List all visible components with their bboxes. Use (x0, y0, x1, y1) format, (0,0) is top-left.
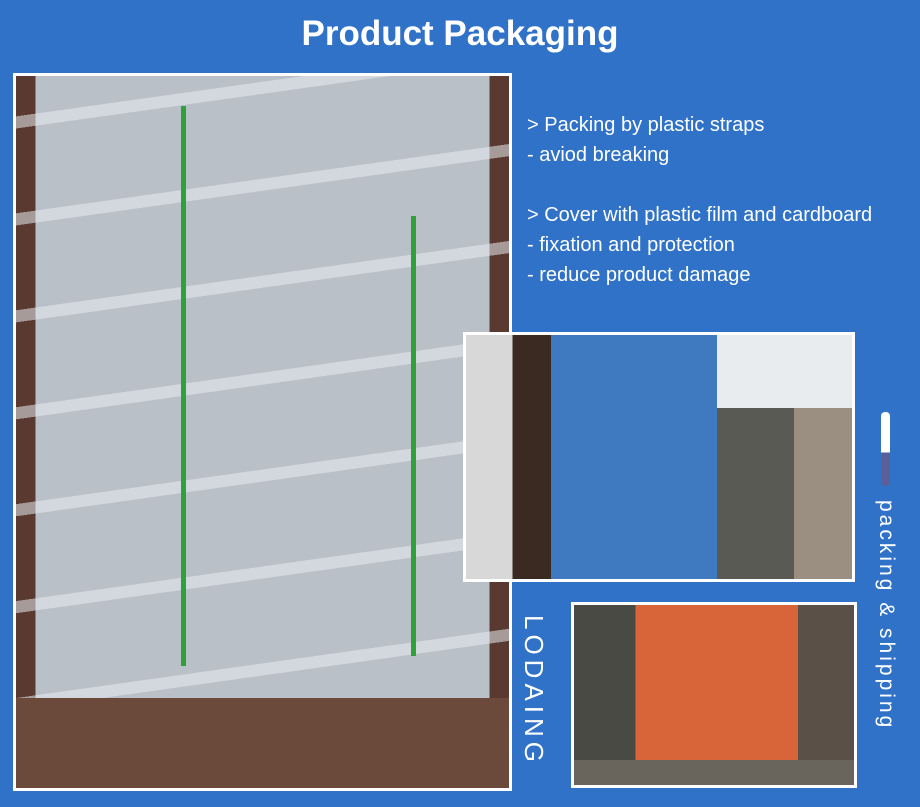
loading-label: LODAING (519, 615, 549, 768)
sky (716, 335, 852, 409)
photo-orange-pallets-wrapped (571, 602, 857, 788)
note-line: > Cover with plastic film and cardboard (527, 204, 873, 226)
floor (574, 760, 854, 785)
note-line: > Packing by plastic straps (527, 114, 765, 136)
note-line: - reduce product damage (527, 264, 751, 286)
page-title: Product Packaging (301, 14, 619, 53)
packing-notes: > Packing by plastic straps - aviod brea… (527, 110, 872, 290)
green-strap (181, 106, 186, 666)
note-line: - fixation and protection (527, 234, 735, 256)
container-floor (16, 698, 509, 788)
note-line: - aviod breaking (527, 144, 670, 166)
photo-strapped-racks-in-container (13, 73, 512, 791)
decorative-bar (881, 412, 890, 486)
packing-shipping-label: packing & shipping (875, 500, 898, 731)
photo-film-wrapped-pallets-forklift (463, 332, 855, 582)
green-strap (411, 216, 416, 656)
